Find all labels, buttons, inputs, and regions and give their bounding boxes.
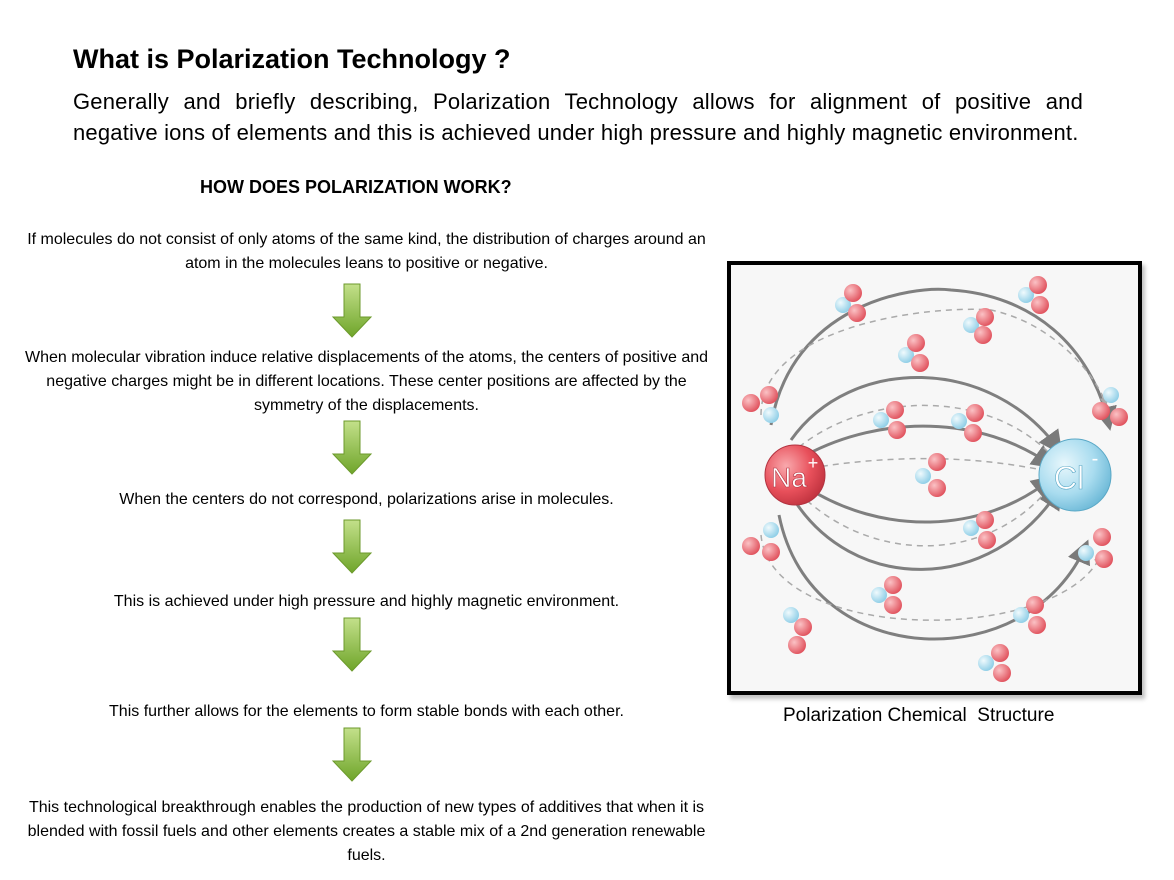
flow-step-4: This is achieved under high pressure and… <box>113 593 620 610</box>
cation-label: Na <box>771 462 807 493</box>
dashed-field-lines <box>760 308 1109 621</box>
polarization-diagram: Na + Cl - <box>727 261 1142 695</box>
sodium-cation: Na + <box>764 444 826 506</box>
down-arrow-icon <box>331 617 373 672</box>
diagram-caption: Polarization Chemical Structure <box>783 705 1055 726</box>
anion-charge: - <box>1092 448 1099 470</box>
flow-heading: HOW DOES POLARIZATION WORK? <box>200 177 512 197</box>
down-arrow-icon <box>331 727 373 782</box>
down-arrow-icon <box>331 420 373 475</box>
field-lines <box>769 287 1117 641</box>
anion-label: Cl <box>1054 460 1084 496</box>
down-arrow-icon <box>331 519 373 574</box>
flow-step-1: If molecules do not consist of only atom… <box>27 231 706 272</box>
down-arrow-icon <box>331 283 373 338</box>
intro-paragraph: Generally and briefly describing, Polari… <box>73 89 1083 145</box>
chloride-anion: Cl - <box>1038 438 1112 512</box>
page-title: What is Polarization Technology ? <box>73 44 511 74</box>
flow-step-3: When the centers do not correspond, pola… <box>119 491 614 508</box>
flow-step-5: This further allows for the elements to … <box>109 703 624 720</box>
flow-step-6: This technological breakthrough enables … <box>27 799 706 864</box>
flow-step-2: When molecular vibration induce relative… <box>24 349 709 414</box>
cation-charge: + <box>808 453 819 473</box>
water-molecules <box>742 276 1128 682</box>
